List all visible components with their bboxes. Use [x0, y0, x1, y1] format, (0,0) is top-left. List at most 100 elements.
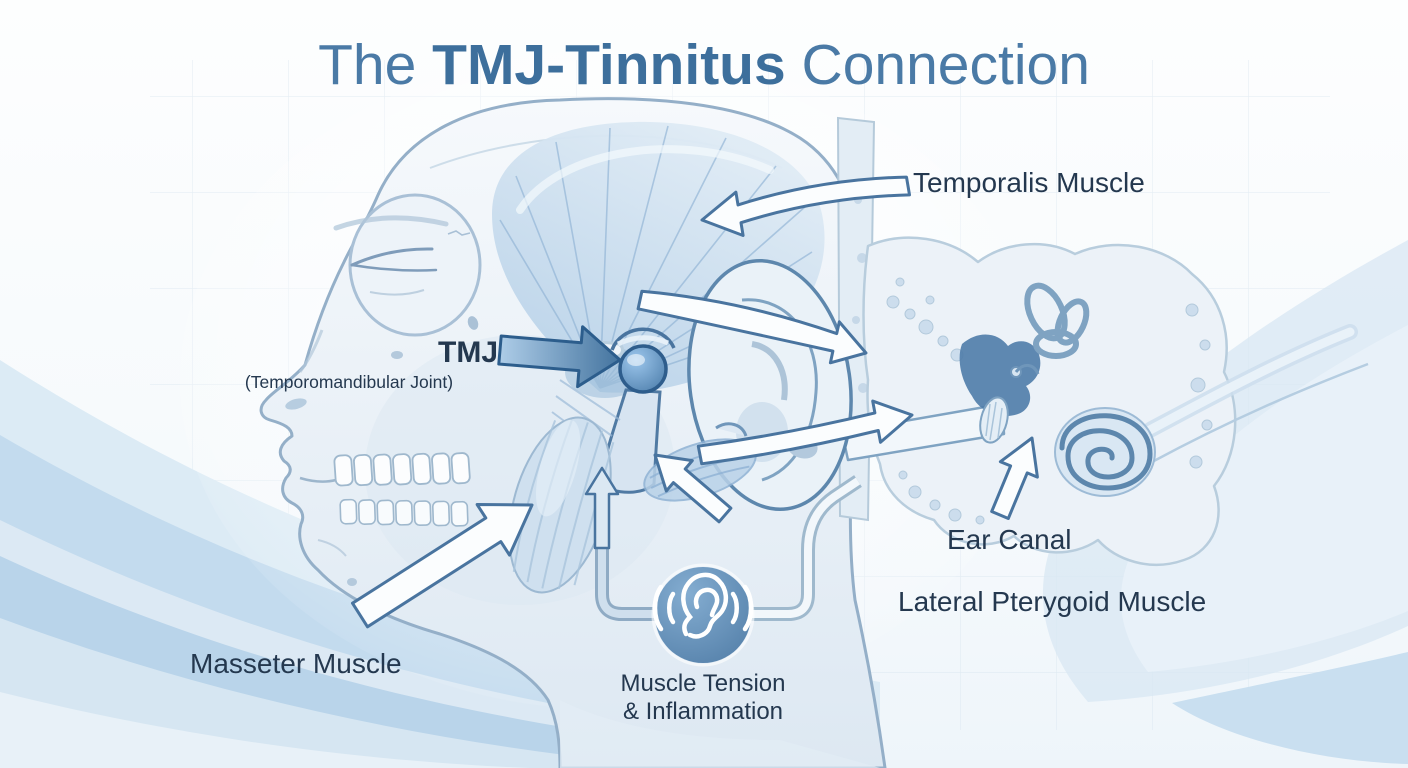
middle-ear-cavity	[959, 334, 1041, 416]
canal-loop	[1054, 298, 1090, 346]
arrow-to-lateral-pterygoid	[653, 453, 733, 524]
arrow-to-tmj	[497, 325, 622, 389]
tooth	[372, 453, 393, 486]
tooth	[339, 498, 358, 525]
stipple-dot	[929, 499, 941, 511]
label-ear-canal: Ear Canal	[947, 524, 1072, 555]
sound-wave-arc	[667, 591, 676, 625]
connector-right-core	[746, 477, 861, 618]
wave-band	[1172, 652, 1408, 764]
label-temporalis-muscle: Temporalis Muscle	[913, 167, 1145, 198]
tooth	[376, 499, 395, 526]
decorative-waves-right	[1042, 240, 1408, 764]
helix-curve	[741, 298, 818, 482]
chin-dot	[347, 578, 357, 586]
eardrum-striations	[985, 401, 1003, 441]
stipple-dot	[1201, 419, 1213, 431]
ear-outline	[681, 572, 729, 639]
tooth	[353, 453, 374, 487]
arrow-to-masseter	[351, 503, 534, 629]
tooth	[413, 500, 432, 527]
mouth-corner-line	[299, 476, 337, 483]
tooth	[450, 500, 469, 527]
neck-shading	[560, 700, 880, 768]
stipple-dot	[904, 308, 916, 320]
sound-wave-arc	[652, 584, 664, 632]
semicircular-canals	[1024, 282, 1090, 359]
lower-lid-line	[369, 289, 425, 296]
stipple-dot	[886, 295, 900, 309]
wave-band	[1120, 325, 1408, 672]
tooth	[450, 452, 471, 485]
ear-inner-curve	[693, 587, 720, 618]
stipple-dot	[858, 383, 868, 393]
badge-rim-glow	[651, 563, 755, 667]
canal-loop	[1033, 329, 1079, 359]
ear-canal-tube	[840, 402, 1006, 462]
tooth	[333, 454, 354, 487]
title-suffix: Connection	[786, 33, 1090, 97]
label-masseter-muscle: Masseter Muscle	[190, 648, 402, 679]
trabecular-bone-stipples	[886, 277, 1213, 525]
ossicle-chain	[1014, 364, 1040, 375]
arrow-to-ear-canal	[990, 436, 1039, 520]
foramen-dot	[467, 316, 479, 330]
stipple-dot	[852, 316, 860, 324]
stipple-dot	[857, 253, 867, 263]
ear-cross-section	[840, 236, 1369, 567]
articular-disc	[616, 335, 670, 347]
tooth	[357, 499, 376, 525]
mandible-ramus	[598, 388, 662, 494]
lower-teeth-row	[339, 498, 469, 527]
title-prefix: The	[318, 33, 432, 97]
stipple-dot	[1190, 377, 1206, 393]
stipple-dot	[948, 508, 962, 522]
stipple-dot	[908, 485, 922, 499]
label-lateral-pterygoid: Lateral Pterygoid Muscle	[898, 586, 1206, 617]
nose-bridge-line	[298, 329, 324, 373]
stipple-dot	[895, 277, 905, 287]
stipple-dot	[918, 319, 934, 335]
label-muscle-tension-line1: Muscle Tension	[621, 670, 786, 697]
connector-up-arrow	[584, 466, 620, 550]
label-tmj-subtitle: (Temporomandibular Joint)	[245, 372, 453, 392]
wave-band	[0, 692, 530, 768]
brow-ridge	[333, 215, 449, 231]
label-muscle-tension-line2: & Inflammation	[623, 698, 783, 725]
skull-suture	[447, 230, 471, 236]
sound-wave-arc	[730, 591, 739, 625]
label-tmj: TMJ	[438, 336, 498, 369]
stipple-dot	[1199, 339, 1211, 351]
tooth	[411, 452, 432, 485]
eyelash-line	[350, 263, 438, 272]
tooth	[392, 453, 413, 486]
tinnitus-badge	[651, 563, 755, 667]
stipple-dot	[1189, 455, 1203, 469]
tmj-condyle	[618, 344, 668, 394]
page-title: The TMJ-Tinnitus Connection	[318, 33, 1090, 97]
temporal-bone-mass	[862, 236, 1237, 567]
tooth	[431, 500, 451, 527]
stipple-dot	[975, 515, 985, 525]
stipple-dot	[925, 295, 935, 305]
condyle-highlight	[627, 354, 645, 366]
connector-left-core	[598, 540, 660, 618]
connector-lines	[584, 466, 862, 621]
stipple-dot	[898, 470, 908, 480]
nostril	[285, 398, 307, 410]
joint-socket-arc	[610, 327, 676, 351]
ear-sound-waves-icon	[652, 572, 754, 639]
stipple-dot	[1185, 303, 1199, 317]
arrow-over-ear-to-canal	[636, 289, 868, 365]
upper-teeth-row	[333, 452, 471, 487]
arrow-to-inner-ear	[696, 399, 914, 466]
annotation-arrows	[351, 175, 1039, 629]
muscle-sheen	[516, 145, 774, 214]
stipple-dot	[937, 335, 949, 347]
tooth	[431, 452, 452, 485]
cochlea-spiral	[1059, 413, 1153, 491]
arrow-to-temporalis	[700, 175, 911, 237]
antihelix-curve	[751, 341, 788, 401]
tragus	[715, 422, 748, 437]
